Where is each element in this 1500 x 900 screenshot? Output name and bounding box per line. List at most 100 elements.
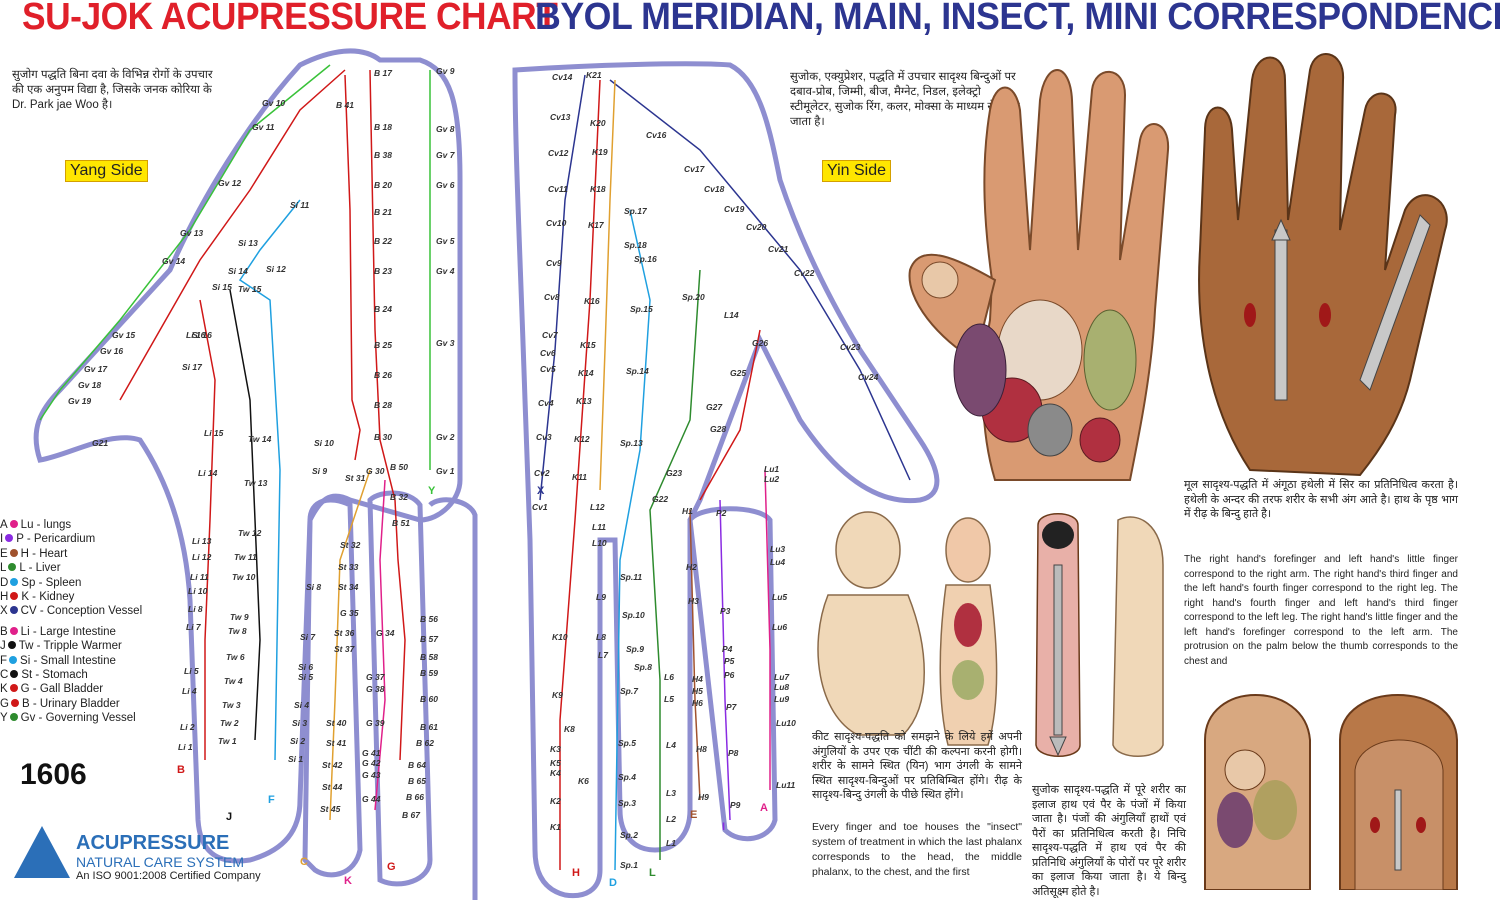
point-label: Lu11 [776, 780, 795, 790]
point-label: Tw 9 [230, 612, 249, 622]
point-label: Li 12 [192, 552, 212, 562]
point-label: St 33 [338, 562, 359, 572]
point-label: L9 [596, 592, 606, 602]
legend-color-dot [5, 534, 14, 543]
point-label: Si 5 [298, 672, 313, 682]
point-label: Gv 2 [436, 432, 455, 442]
legend-label: H - Heart [20, 547, 68, 560]
point-label: Tw 11 [234, 552, 257, 562]
point-label: L1 [666, 838, 676, 848]
point-label: Sp.17 [624, 206, 648, 216]
point-label: Si 7 [300, 632, 316, 642]
point-label: Cv23 [840, 342, 861, 352]
point-label: Cv6 [540, 348, 556, 358]
point-label: Gv 8 [436, 124, 455, 134]
point-label: Lu2 [764, 474, 779, 484]
point-label: Si 4 [294, 700, 309, 710]
point-label: B 22 [374, 236, 392, 246]
point-label: B 59 [420, 668, 438, 678]
yang-finger-outline [302, 490, 478, 900]
point-label: St 41 [326, 738, 347, 748]
point-label: G 41 [362, 748, 381, 758]
legend-letter: L [0, 562, 7, 575]
legend-letter: B [0, 625, 8, 638]
point-label: St 37 [334, 644, 356, 654]
point-label: H2 [686, 562, 697, 572]
point-label: L3 [666, 788, 676, 798]
point-label: Gv 14 [162, 256, 185, 266]
point-label: Tw 8 [228, 626, 247, 636]
point-label: Sp.8 [634, 662, 652, 672]
point-label: K16 [584, 296, 600, 306]
point-label: Si 3 [292, 718, 307, 728]
point-label: Cv21 [768, 244, 789, 254]
logo-triangle-icon [14, 826, 70, 878]
point-label: Sp.16 [634, 254, 657, 264]
point-label: Cv24 [858, 372, 879, 382]
point-label: B 30 [374, 432, 392, 442]
point-label: B 58 [420, 652, 438, 662]
meridian-g-yin [699, 329, 761, 501]
point-label: Gv 12 [218, 178, 241, 188]
point-label: B 62 [416, 738, 434, 748]
point-label: Lu10 [776, 718, 796, 728]
finger-letter: A [760, 802, 768, 814]
point-label: Li 8 [188, 604, 203, 614]
meridian-st-yin [599, 79, 616, 491]
mini-correspondence-hindi: मूल सादृश्य-पद्धति में अंगूठा हथेली में … [1184, 479, 1458, 520]
point-label: Gv 13 [180, 228, 203, 238]
point-label: B 50 [390, 462, 408, 472]
mini-correspondence-english: The right hand's forefinger and left han… [1184, 554, 1458, 667]
point-label: Si 15 [212, 282, 232, 292]
finger-letter: X [537, 485, 545, 497]
point-label: Lu1 [764, 464, 779, 474]
point-label: K10 [552, 632, 568, 642]
meridian-bladder-2 [344, 74, 361, 461]
legend-color-dot [10, 577, 19, 586]
point-label: K8 [564, 724, 575, 734]
legend-label: B - Urinary Bladder [21, 697, 120, 710]
point-label: St 45 [320, 804, 341, 814]
point-label: P9 [730, 800, 741, 810]
point-label: Sp.18 [624, 240, 647, 250]
point-label: L2 [666, 814, 676, 824]
meridian-sp [614, 209, 651, 871]
point-label: G 35 [340, 608, 359, 618]
point-label: K1 [550, 822, 561, 832]
chart-code-number: 1606 [20, 758, 87, 791]
point-label: Tw 2 [220, 718, 239, 728]
point-label: G27 [706, 402, 723, 412]
point-label: B 41 [336, 100, 354, 110]
point-label: Cv22 [794, 268, 815, 278]
meridian-cv-thumb [609, 79, 911, 481]
point-label: Cv1 [532, 502, 548, 512]
legend-color-dot [10, 591, 19, 600]
point-label: G26 [752, 338, 768, 348]
point-label: B 20 [374, 180, 392, 190]
point-label: Cv18 [704, 184, 725, 194]
legend-item: G B - Urinary Bladder [0, 697, 142, 711]
meridian-si [238, 199, 301, 761]
logo-iso: An ISO 9001:2008 Certified Company [76, 870, 261, 882]
point-label: H4 [692, 674, 703, 684]
point-label: L8 [596, 632, 606, 642]
chart-title-right: BYOL MERIDIAN, MAIN, INSECT, MINI CORRES… [535, 0, 1500, 38]
point-label: H3 [688, 596, 699, 606]
point-label: K18 [590, 184, 606, 194]
point-label: Tw 14 [248, 434, 272, 444]
legend-color-dot [8, 563, 17, 572]
yin-finger-outline [687, 506, 778, 842]
legend-letter: G [0, 697, 9, 710]
point-label: B 32 [390, 492, 408, 502]
point-label: Lu4 [770, 557, 785, 567]
point-label: B 24 [374, 304, 392, 314]
meridian-st [329, 469, 371, 821]
point-label: Cv4 [538, 398, 554, 408]
fingertip-illustrations [1204, 694, 1458, 890]
meridian-l [649, 269, 701, 860]
point-label: H9 [698, 792, 709, 802]
